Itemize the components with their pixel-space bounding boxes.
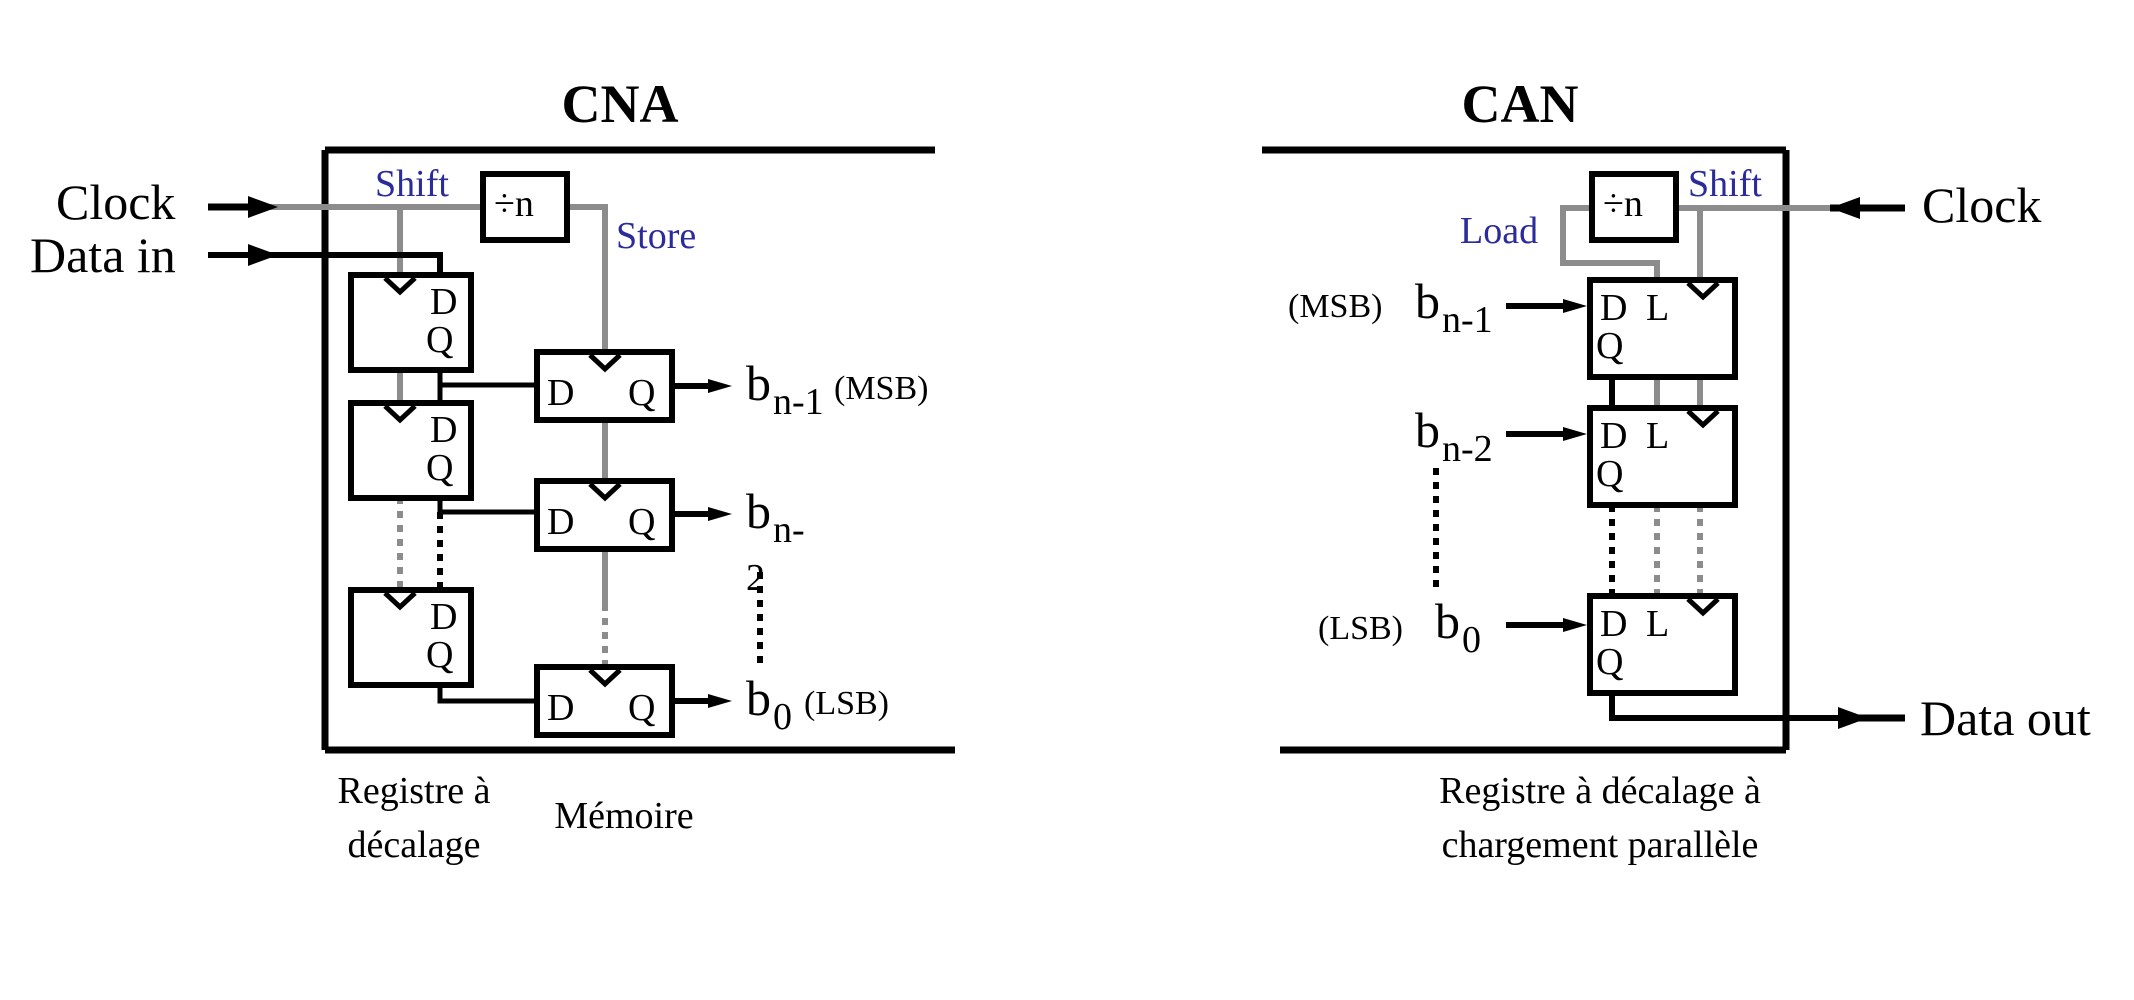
cna-shift-label: Shift bbox=[375, 163, 449, 205]
cna-divider-block: ÷n bbox=[480, 171, 570, 243]
cna-out-msb-b: b bbox=[746, 355, 771, 411]
can-input-2: b n-2 bbox=[1415, 402, 1587, 590]
can-shift-label: Shift bbox=[1688, 163, 1762, 205]
ff-d-label: D bbox=[430, 596, 457, 638]
can-divider-block: ÷n bbox=[1589, 171, 1679, 243]
cna-shift-ff-3: D Q bbox=[348, 587, 474, 688]
can-clock-input: Clock bbox=[1830, 177, 2041, 233]
cna-shift-ff-2: D Q bbox=[348, 400, 474, 501]
cna-out-msb-sub: n-1 bbox=[773, 381, 824, 423]
cna-divider-label: ÷n bbox=[494, 183, 534, 225]
cna-output-msb: b n-1 (MSB) bbox=[672, 355, 928, 423]
can-data-out-label: Data out bbox=[1920, 690, 2091, 746]
input-arrow-icon bbox=[1563, 299, 1587, 313]
ff-q-label: Q bbox=[1596, 641, 1623, 683]
cna-diagram: CNA Clock Data in Shi bbox=[30, 74, 955, 866]
output-arrow-icon bbox=[708, 379, 732, 393]
can-ff-2: D L Q bbox=[1587, 405, 1738, 508]
cna-store-label: Store bbox=[616, 215, 696, 257]
cna-caption-register-line2: décalage bbox=[348, 824, 481, 866]
can-enclosure bbox=[1262, 146, 1790, 754]
ff-q-label: Q bbox=[1596, 325, 1623, 367]
cna-out-lsb-sub: 0 bbox=[773, 696, 792, 738]
cna-clock-arrow-icon bbox=[248, 196, 278, 218]
can-load-label: Load bbox=[1460, 210, 1538, 252]
can-in-msb-sub: n-1 bbox=[1442, 299, 1493, 341]
ff-l-label: L bbox=[1646, 603, 1669, 645]
cna-out-2-b: b bbox=[746, 483, 771, 539]
cna-data-in-label: Data in bbox=[30, 227, 176, 283]
ff-q-label: Q bbox=[1596, 453, 1623, 495]
ff-d-label: D bbox=[430, 409, 457, 451]
ff-q-label: Q bbox=[628, 372, 655, 414]
can-title: CAN bbox=[1462, 74, 1579, 134]
can-diagram: CAN Shift Load ÷n Clock bbox=[1262, 74, 2091, 866]
ff-q-label: Q bbox=[426, 634, 453, 676]
can-divider-label: ÷n bbox=[1603, 183, 1643, 225]
cna-enclosure bbox=[321, 146, 955, 754]
can-data-wiring bbox=[1609, 377, 1850, 721]
ff-d-label: D bbox=[1600, 287, 1627, 329]
can-input-lsb: (LSB) b 0 bbox=[1318, 593, 1587, 661]
cna-out-msb-tag: (MSB) bbox=[834, 370, 928, 407]
can-clock-arrow-icon bbox=[1830, 197, 1860, 219]
ff-d-label: D bbox=[547, 372, 574, 414]
can-in-msb-b: b bbox=[1415, 273, 1440, 329]
can-in-lsb-sub: 0 bbox=[1462, 619, 1481, 661]
can-in-2-b: b bbox=[1415, 402, 1440, 458]
cna-memory-ff-2: D Q bbox=[534, 478, 675, 552]
can-data-out: Data out bbox=[1838, 690, 2091, 746]
cna-memory-ff-3: D Q bbox=[534, 664, 675, 738]
ff-l-label: L bbox=[1646, 287, 1669, 329]
ff-d-label: D bbox=[547, 501, 574, 543]
cna-caption-memory: Mémoire bbox=[554, 795, 693, 837]
can-ff-1: D L Q bbox=[1587, 277, 1738, 380]
cna-shift-ff-1: D Q bbox=[348, 272, 474, 373]
ff-l-label: L bbox=[1646, 415, 1669, 457]
can-ff-3: D L Q bbox=[1587, 593, 1738, 696]
can-clock-label: Clock bbox=[1922, 177, 2041, 233]
cna-out-lsb-tag: (LSB) bbox=[804, 685, 889, 722]
cna-memory-ff-1: D Q bbox=[534, 349, 675, 423]
cna-output-lsb: b 0 (LSB) bbox=[672, 670, 889, 738]
can-input-msb: (MSB) b n-1 bbox=[1288, 273, 1587, 341]
output-arrow-icon bbox=[708, 507, 732, 521]
cna-out-lsb-b: b bbox=[746, 670, 771, 726]
ff-d-label: D bbox=[1600, 603, 1627, 645]
can-in-lsb-b: b bbox=[1435, 593, 1460, 649]
ff-q-label: Q bbox=[628, 501, 655, 543]
can-in-lsb-tag: (LSB) bbox=[1318, 610, 1403, 647]
ff-q-label: Q bbox=[426, 319, 453, 361]
ff-d-label: D bbox=[430, 281, 457, 323]
can-caption-line2: chargement parallèle bbox=[1442, 824, 1759, 866]
cna-out-2-sub: n- bbox=[773, 509, 805, 551]
can-caption-line1: Registre à décalage à bbox=[1439, 770, 1761, 812]
can-data-out-arrow-icon bbox=[1838, 707, 1868, 729]
can-in-msb-tag: (MSB) bbox=[1288, 288, 1382, 325]
cna-clock-input: Clock bbox=[56, 174, 278, 230]
ff-d-label: D bbox=[547, 687, 574, 729]
cna-data-in-arrow-icon bbox=[248, 244, 278, 266]
ff-d-label: D bbox=[1600, 415, 1627, 457]
cna-title: CNA bbox=[562, 74, 679, 134]
input-arrow-icon bbox=[1563, 427, 1587, 441]
cna-data-wiring bbox=[437, 370, 540, 704]
ff-q-label: Q bbox=[628, 687, 655, 729]
cna-data-in: Data in bbox=[30, 227, 443, 283]
can-in-2-sub: n-2 bbox=[1442, 428, 1493, 470]
input-arrow-icon bbox=[1563, 618, 1587, 632]
cna-caption-register-line1: Registre à bbox=[337, 770, 490, 812]
output-arrow-icon bbox=[708, 694, 732, 708]
ff-q-label: Q bbox=[426, 447, 453, 489]
cna-output-2: b n- 2 bbox=[672, 483, 805, 665]
cna-clock-label: Clock bbox=[56, 174, 175, 230]
can-clock-wiring bbox=[1560, 205, 1830, 596]
